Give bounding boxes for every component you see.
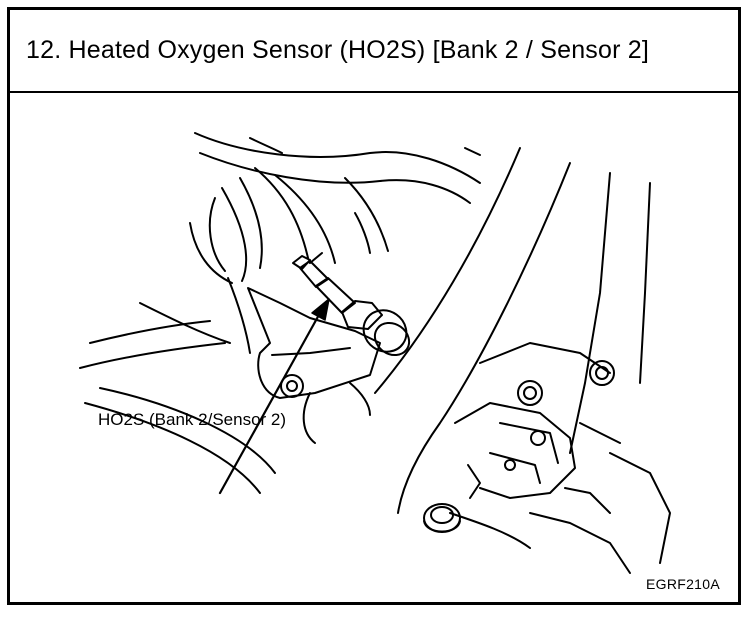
exhaust-manifold-shape [79,132,481,369]
figure-code: EGRF210A [646,576,720,592]
oxygen-sensor-shape [292,252,411,357]
engine-block-shape [449,172,671,574]
figure-frame: 12. Heated Oxygen Sensor (HO2S) [Bank 2 … [7,7,741,605]
sensor-bracket-shape [227,277,381,444]
title-bar: 12. Heated Oxygen Sensor (HO2S) [Bank 2 … [10,10,738,93]
engine-line-drawing [79,132,671,574]
sensor-callout-label: HO2S (Bank 2/Sensor 2) [98,410,287,429]
callout-arrow [218,298,330,495]
exhaust-pipe-shape [374,147,571,514]
lower-bolt-shape [423,503,461,533]
page-title: 12. Heated Oxygen Sensor (HO2S) [Bank 2 … [26,36,650,64]
lower-pipe-shape [84,387,276,494]
